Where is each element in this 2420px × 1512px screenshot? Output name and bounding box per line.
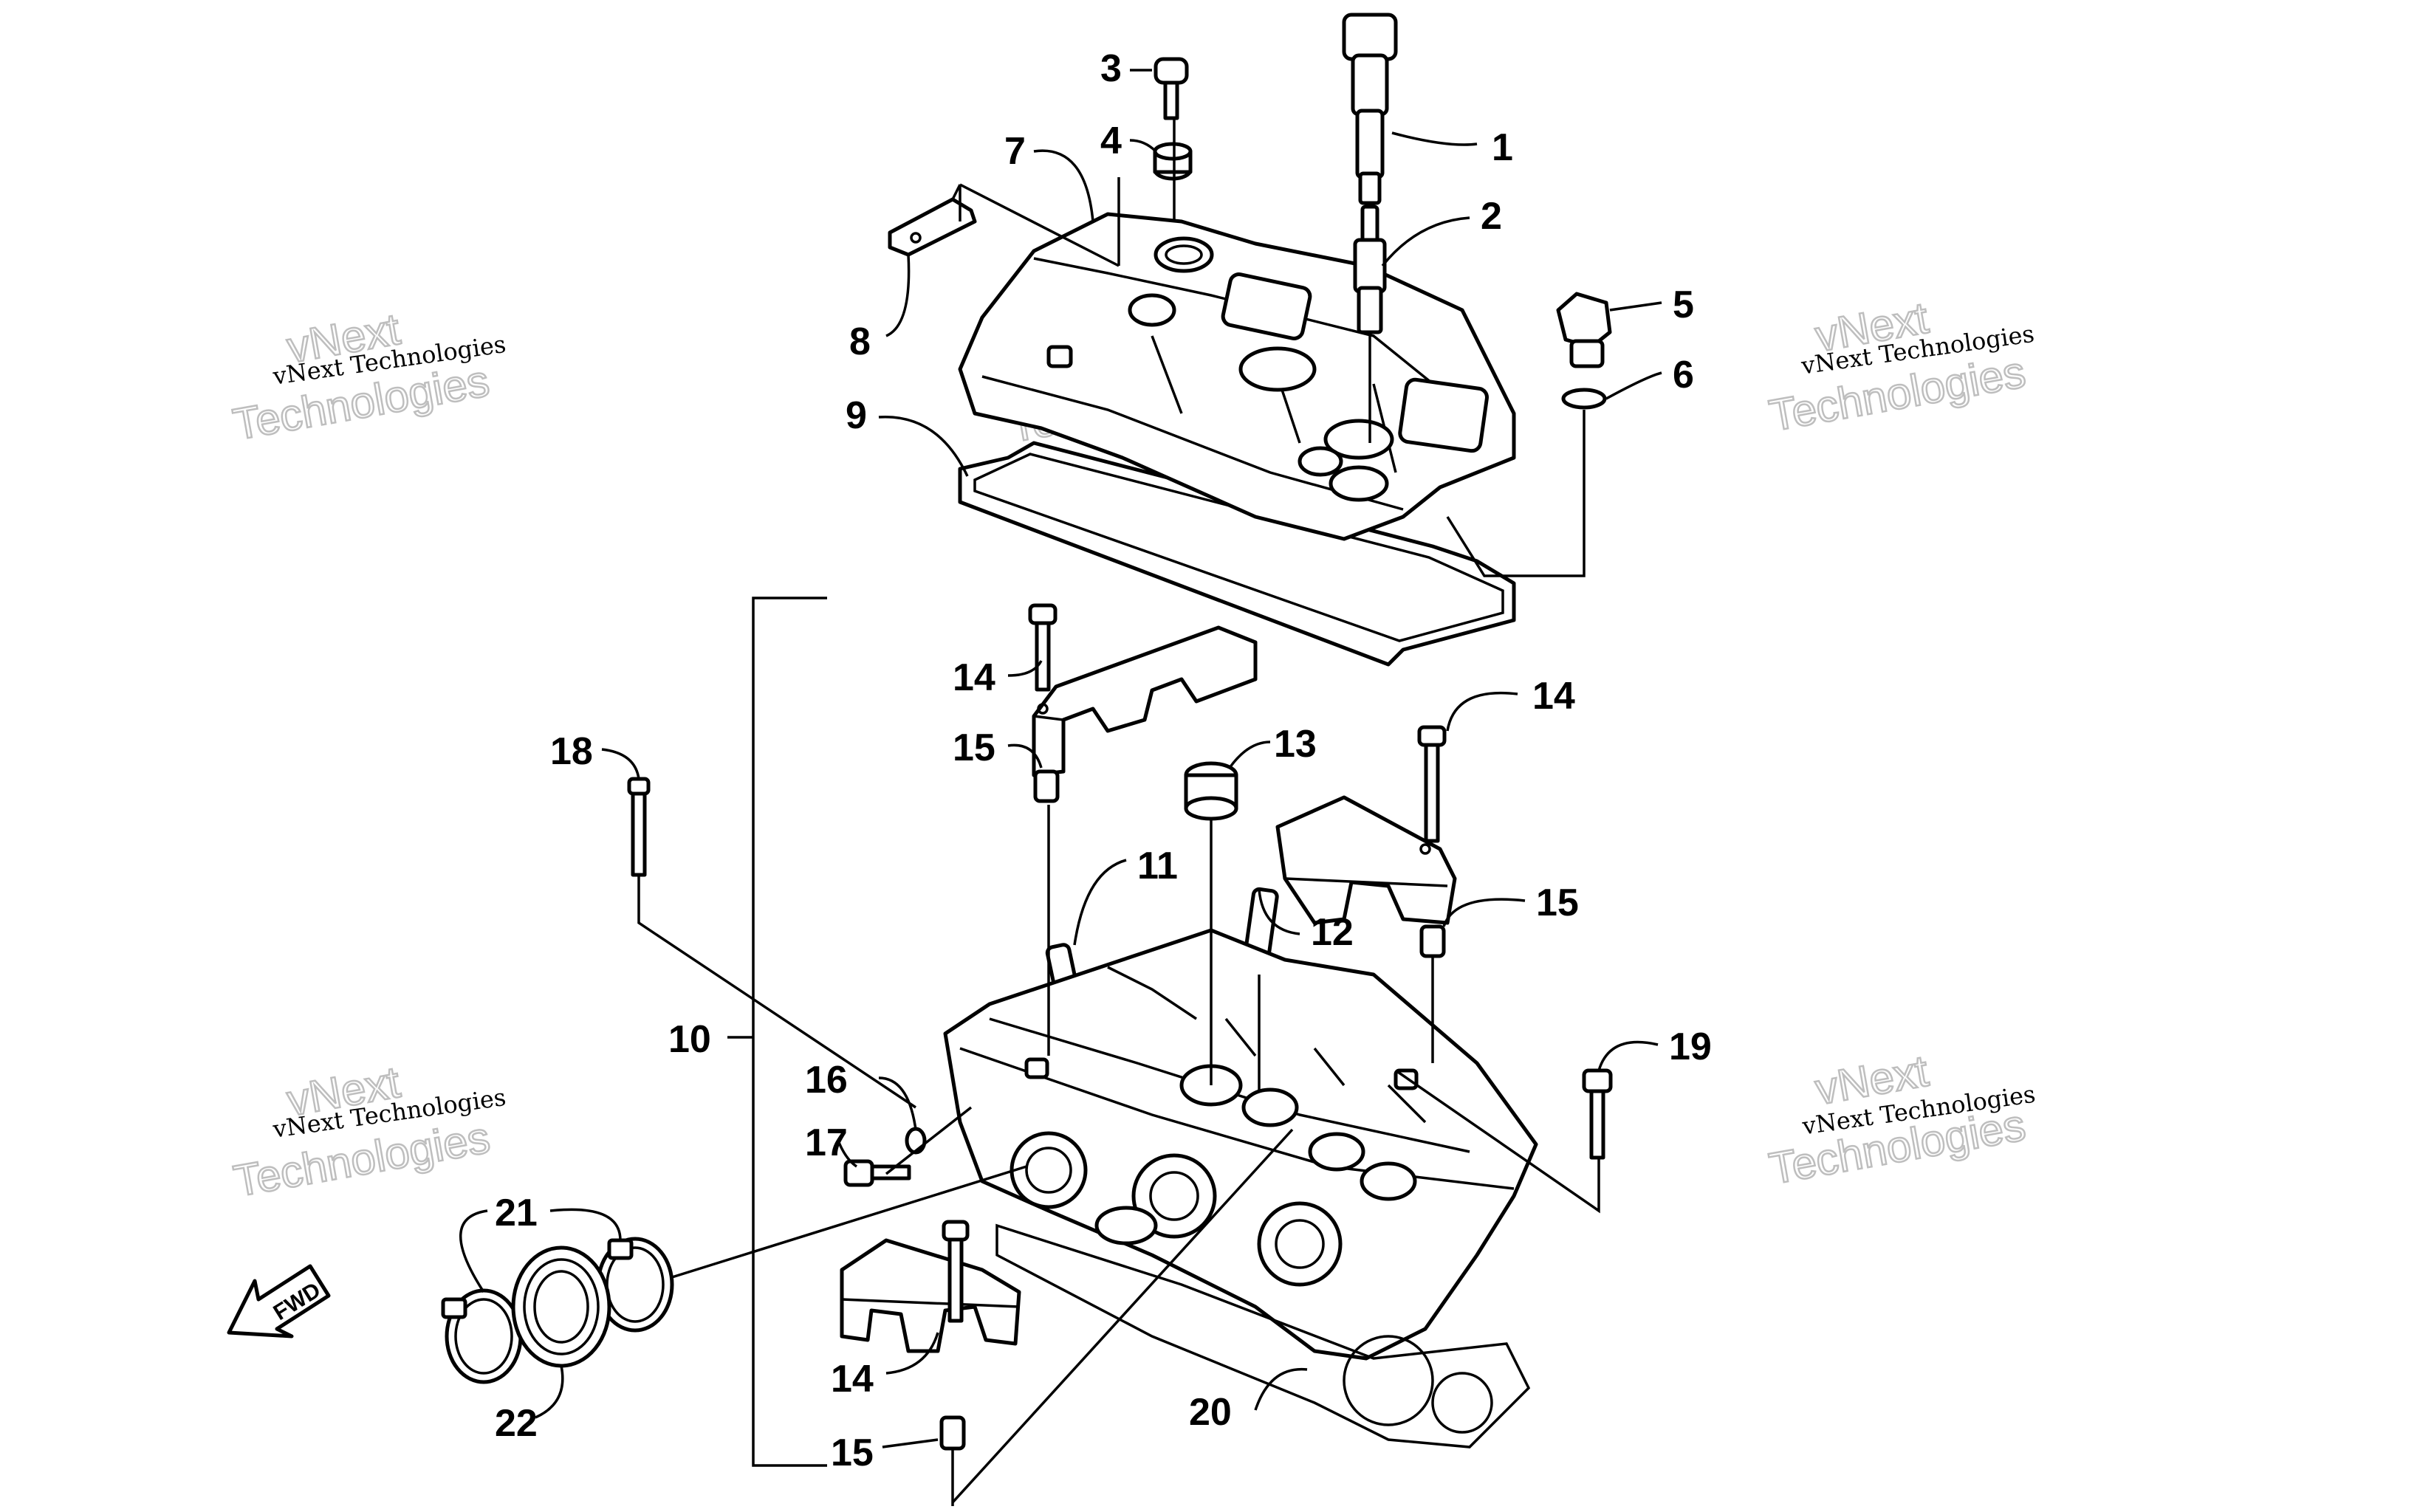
callout-15-lower: 15: [831, 1432, 874, 1474]
watermark-bottom-left: vNext Technologies vNext Technologies: [229, 1056, 507, 1206]
watermark-top-right: vNext Technologies vNext Technologies: [1765, 292, 2036, 441]
callout-13: 13: [1274, 723, 1317, 766]
callout-8: 8: [849, 320, 871, 363]
camshaft-cap-upper-left: [1032, 625, 1258, 777]
callout-21: 21: [495, 1192, 538, 1234]
callout-1: 1: [1492, 126, 1513, 169]
oil-filler-cap-5: [1556, 292, 1612, 368]
callout-5: 5: [1673, 284, 1694, 326]
callout-15-upper-left: 15: [953, 726, 995, 769]
bolt-3: [1154, 57, 1189, 120]
callout-12: 12: [1311, 911, 1354, 954]
cylinder-head-10: [943, 928, 1538, 1361]
bolt-14-upper-left: [1028, 603, 1058, 692]
watermark-top-left: vNext Technologies vNext Technologies: [229, 303, 508, 450]
callout-11: 11: [1137, 845, 1178, 887]
dowel-15-right: [1419, 924, 1446, 958]
callout-3: 3: [1100, 47, 1122, 90]
stud-18: [627, 777, 651, 877]
camshaft-cap-right: [1275, 795, 1457, 925]
watermark-bottom-right: vNext Technologies vNext Technologies: [1765, 1045, 2037, 1195]
grommet-13: [1184, 761, 1238, 821]
leader-lines: [459, 69, 1662, 1506]
callout-20: 20: [1189, 1391, 1232, 1434]
dowel-15-lower: [939, 1415, 966, 1451]
clamp-21-left: [441, 1288, 523, 1384]
dowel-15-upper-left: [1033, 769, 1060, 803]
callout-7: 7: [1004, 130, 1026, 173]
callout-6: 6: [1673, 354, 1694, 396]
callout-10: 10: [668, 1018, 711, 1061]
callout-19: 19: [1669, 1025, 1712, 1068]
grommet-4: [1153, 142, 1193, 181]
callout-22: 22: [495, 1402, 538, 1445]
callout-labels: 1 2 3 4 5 6 7 8 9 10 11 12 13 14 14 14 1…: [495, 47, 1712, 1474]
camshaft-cap-lower: [840, 1238, 1021, 1353]
callout-15-right: 15: [1536, 882, 1579, 924]
callout-14-right: 14: [1532, 675, 1575, 718]
callout-14-lower: 14: [831, 1358, 874, 1401]
bolt-17: [843, 1159, 911, 1187]
callout-2: 2: [1481, 195, 1502, 238]
ignition-coil-1: [1342, 13, 1398, 205]
callout-9: 9: [846, 394, 867, 437]
intake-boot-22: [511, 1245, 611, 1368]
bolt-14-right: [1417, 725, 1447, 843]
callout-17: 17: [805, 1121, 848, 1164]
bolt-14-lower: [942, 1220, 970, 1323]
head-gasket-20: [995, 1223, 1531, 1449]
washer-16: [905, 1127, 927, 1155]
fwd-arrow: FWD: [227, 1264, 331, 1339]
callout-14-upper-left: 14: [953, 656, 995, 699]
callout-16: 16: [805, 1059, 848, 1102]
valve-cover-gasket-9: [958, 441, 1516, 667]
callout-18: 18: [550, 730, 593, 773]
bracket-8: [888, 184, 977, 257]
o-ring-6: [1561, 388, 1607, 410]
callout-4: 4: [1100, 120, 1122, 162]
spark-plug-2: [1353, 205, 1387, 334]
bolt-19: [1582, 1068, 1613, 1160]
